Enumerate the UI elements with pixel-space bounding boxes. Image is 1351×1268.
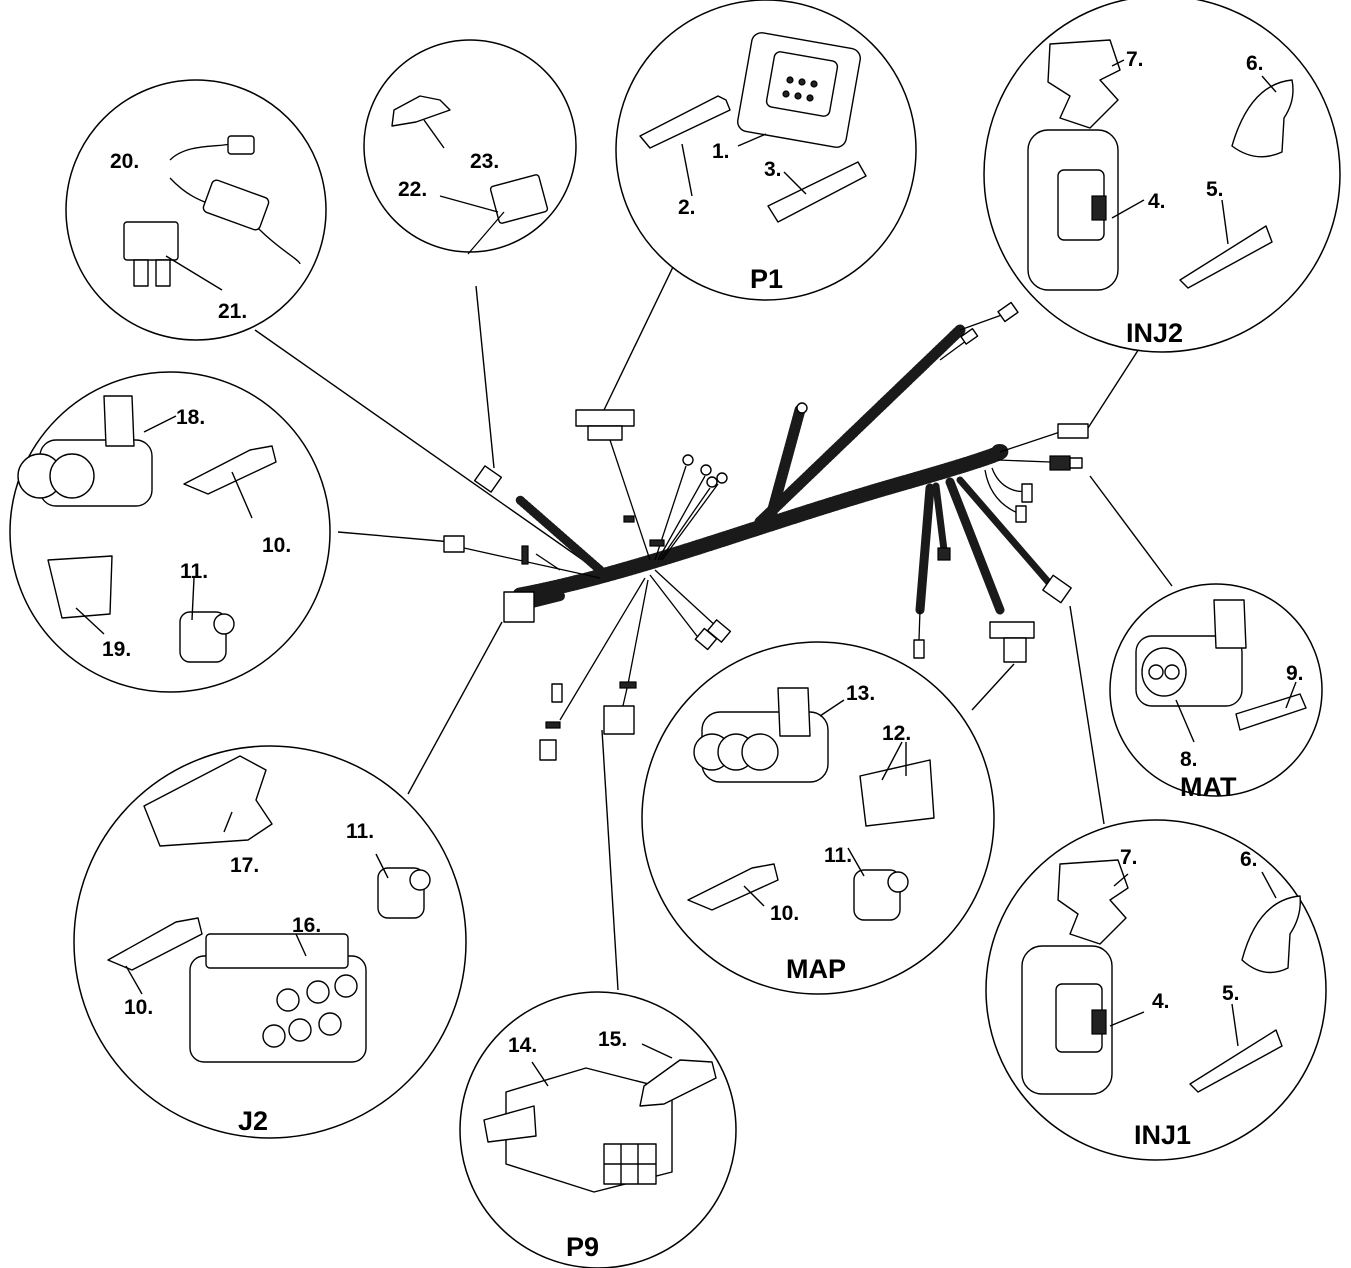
callout-terminal: 23. 22. <box>363 39 577 255</box>
part-label-6: 6. <box>1246 52 1264 75</box>
part-label-9: 9. <box>1286 662 1304 685</box>
part-label-7: 7. <box>1126 48 1144 71</box>
part-label-11: 11. <box>824 844 852 867</box>
part-label-10: 10. <box>262 534 291 557</box>
pin-terminal-icon <box>1179 225 1273 289</box>
part-label-11: 11. <box>180 560 208 583</box>
terminal-10-icon <box>183 445 277 495</box>
callout-p1: 1. 2. 3. P1 <box>615 0 917 301</box>
part-label-18: 18. <box>176 406 205 429</box>
map-connector-icon <box>693 687 829 783</box>
connector-name-inj2: INJ2 <box>1126 318 1183 348</box>
fuse-holder-icon <box>169 135 301 265</box>
map-terminal-icon <box>687 863 779 911</box>
socket-terminal-icon <box>767 161 867 223</box>
connector-name-p1: P1 <box>750 264 783 294</box>
part-label-12: 12. <box>882 722 911 745</box>
j2-grommet-icon <box>377 867 431 919</box>
part-label-20: 20. <box>110 150 139 173</box>
terminal-housing-icon <box>467 174 549 255</box>
p9-terminal-icon <box>639 1059 717 1107</box>
part-label-5: 5. <box>1206 178 1224 201</box>
part-label-16: 16. <box>292 914 321 937</box>
clip-icon <box>1047 39 1121 129</box>
part-label-21: 21. <box>218 300 247 323</box>
inj1-pin-terminal-icon <box>1189 1029 1283 1093</box>
part-label-10: 10. <box>124 996 153 1019</box>
leader-lines <box>254 239 1173 991</box>
callout-p9: 14. 15. P9 <box>459 991 737 1268</box>
p1-connector-icon <box>737 32 861 148</box>
part-label-8: 8. <box>1180 748 1198 771</box>
connector-name-inj1: INJ1 <box>1134 1120 1191 1150</box>
map-grommet-icon <box>853 869 909 921</box>
weatherpack-connector-icon <box>17 395 153 507</box>
callout-inj2: 7. 6. 4. 5. INJ2 <box>983 0 1341 353</box>
inj1-seal-plug-icon <box>1241 895 1301 974</box>
callout-connector-18: 18. 10. 11. 19. <box>9 371 331 693</box>
callout-j2: 17. 11. 16. 10. J2 <box>73 745 467 1139</box>
part-label-4: 4. <box>1148 190 1166 213</box>
j2-connector-icon <box>189 933 367 1063</box>
part-label-3: 3. <box>764 158 782 181</box>
part-label-14: 14. <box>508 1034 537 1057</box>
connector-name-mat: MAT <box>1180 772 1237 802</box>
part-label-5: 5. <box>1222 982 1240 1005</box>
callout-fuse: 20. 21. <box>65 79 327 341</box>
part-label-10: 10. <box>770 902 799 925</box>
seal-cap-icon <box>47 555 113 619</box>
wiring-harness <box>443 301 1089 761</box>
grommet-icon <box>179 611 235 663</box>
part-label-23: 23. <box>470 150 499 173</box>
blade-fuse-icon <box>123 221 179 287</box>
connector-name-map: MAP <box>786 954 846 984</box>
part-label-22: 22. <box>398 178 427 201</box>
inj1-clip-icon <box>1057 859 1129 945</box>
callout-map: 13. 12. 11. 10. MAP <box>641 641 995 995</box>
injector-connector-icon <box>1027 129 1119 291</box>
part-label-13: 13. <box>846 682 875 705</box>
part-label-17: 17. <box>230 854 259 877</box>
callout-mat: 9. 8. MAT <box>1109 583 1323 802</box>
mat-connector-icon <box>1135 599 1247 707</box>
inj1-connector-icon <box>1021 945 1113 1095</box>
spade-terminal-icon <box>391 95 451 127</box>
p9-housing-icon <box>483 1067 673 1193</box>
callout-inj1: 7. 6. 4. 5. INJ1 <box>985 819 1327 1161</box>
part-label-4: 4. <box>1152 990 1170 1013</box>
part-label-19: 19. <box>102 638 131 661</box>
part-label-11: 11. <box>346 820 374 843</box>
wedge-plug-icon <box>639 95 731 149</box>
connector-name-j2: J2 <box>238 1106 268 1136</box>
part-label-1: 1. <box>712 140 730 163</box>
seal-plug-icon <box>1231 79 1294 158</box>
comb-seal-icon <box>143 755 273 847</box>
part-label-7: 7. <box>1120 846 1138 869</box>
part-label-2: 2. <box>678 196 696 219</box>
part-label-15: 15. <box>598 1028 627 1051</box>
connector-name-p9: P9 <box>566 1232 599 1262</box>
part-label-6: 6. <box>1240 848 1258 871</box>
